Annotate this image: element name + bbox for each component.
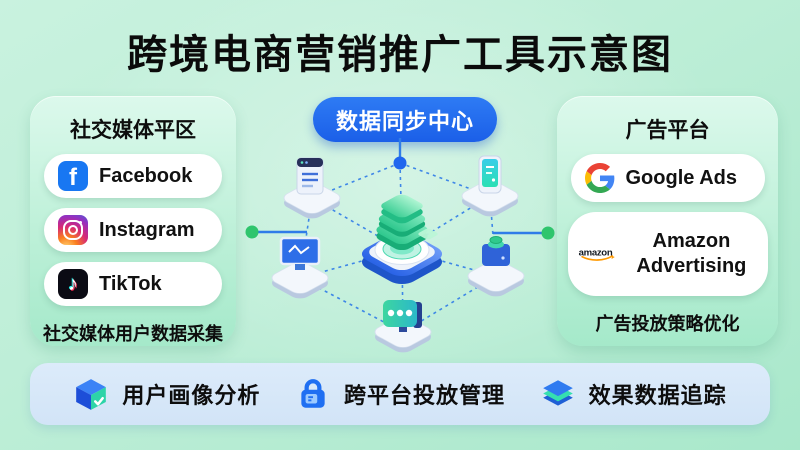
- smartphone-icon: [461, 155, 519, 217]
- right-connector-dot: [541, 226, 555, 240]
- ad-platform-panel: 广告平台 Google Ads amazon Amazon Advertisin…: [557, 96, 778, 346]
- facebook-icon: f: [58, 161, 88, 191]
- left-connector-dot: [245, 225, 259, 239]
- platform-label: Instagram: [99, 218, 195, 241]
- tiktok-icon: ♪: [58, 269, 88, 299]
- feature-label: 效果数据追踪: [588, 383, 727, 408]
- google-icon: [584, 163, 614, 193]
- platform-label: TikTok: [99, 272, 162, 295]
- platform-label: Google Ads: [625, 166, 737, 189]
- layers-icon: [542, 380, 573, 406]
- sync-network-illustration: [245, 138, 555, 353]
- amazon-icon: amazon: [578, 247, 615, 261]
- iot-device-icon: [467, 236, 525, 297]
- feature-user-profile: 用户画像分析: [73, 376, 260, 412]
- social-panel-caption: 社交媒体用户数据采集: [43, 324, 223, 344]
- page-title: 跨境电商营销推广工具示意图: [127, 33, 673, 77]
- social-media-panel: 社交媒体平区 f Facebook Instagram ♪ TikTok 社交媒…: [30, 96, 236, 346]
- document-server-icon: [283, 157, 341, 219]
- instagram-icon: [58, 215, 88, 245]
- platform-pill-instagram: Instagram: [44, 208, 222, 252]
- platform-pill-facebook: f Facebook: [44, 154, 222, 198]
- platform-label: Facebook: [99, 164, 193, 187]
- badge-label: 数据同步中心: [335, 108, 474, 134]
- feature-label: 用户画像分析: [122, 383, 261, 408]
- feature-bar: 用户画像分析 跨平台投放管理 效果数据追踪: [30, 363, 770, 425]
- ads-panel-caption: 广告投放策略优化: [595, 314, 740, 334]
- platform-pill-tiktok: ♪ TikTok: [44, 262, 222, 306]
- monitor-chart-icon: [271, 236, 329, 299]
- lock-icon: [301, 379, 325, 408]
- svg-text:amazon: amazon: [578, 247, 612, 258]
- hub-connector-dot: [393, 156, 407, 170]
- feature-data-tracking: 效果数据追踪: [540, 376, 727, 412]
- feature-cross-platform: 跨平台投放管理: [295, 376, 505, 412]
- feature-label: 跨平台投放管理: [343, 383, 505, 408]
- platform-label: Amazon Advertising: [636, 230, 747, 277]
- cube-icon: [76, 379, 107, 410]
- platform-pill-google-ads: Google Ads: [570, 154, 765, 202]
- data-stack-hub-icon: [361, 194, 443, 285]
- ads-panel-header: 广告平台: [625, 119, 710, 142]
- chat-terminal-icon: [374, 300, 432, 353]
- social-panel-header: 社交媒体平区: [70, 119, 196, 142]
- platform-pill-amazon: amazon Amazon Advertising: [567, 212, 768, 296]
- data-sync-center-badge: 数据同步中心: [313, 97, 497, 142]
